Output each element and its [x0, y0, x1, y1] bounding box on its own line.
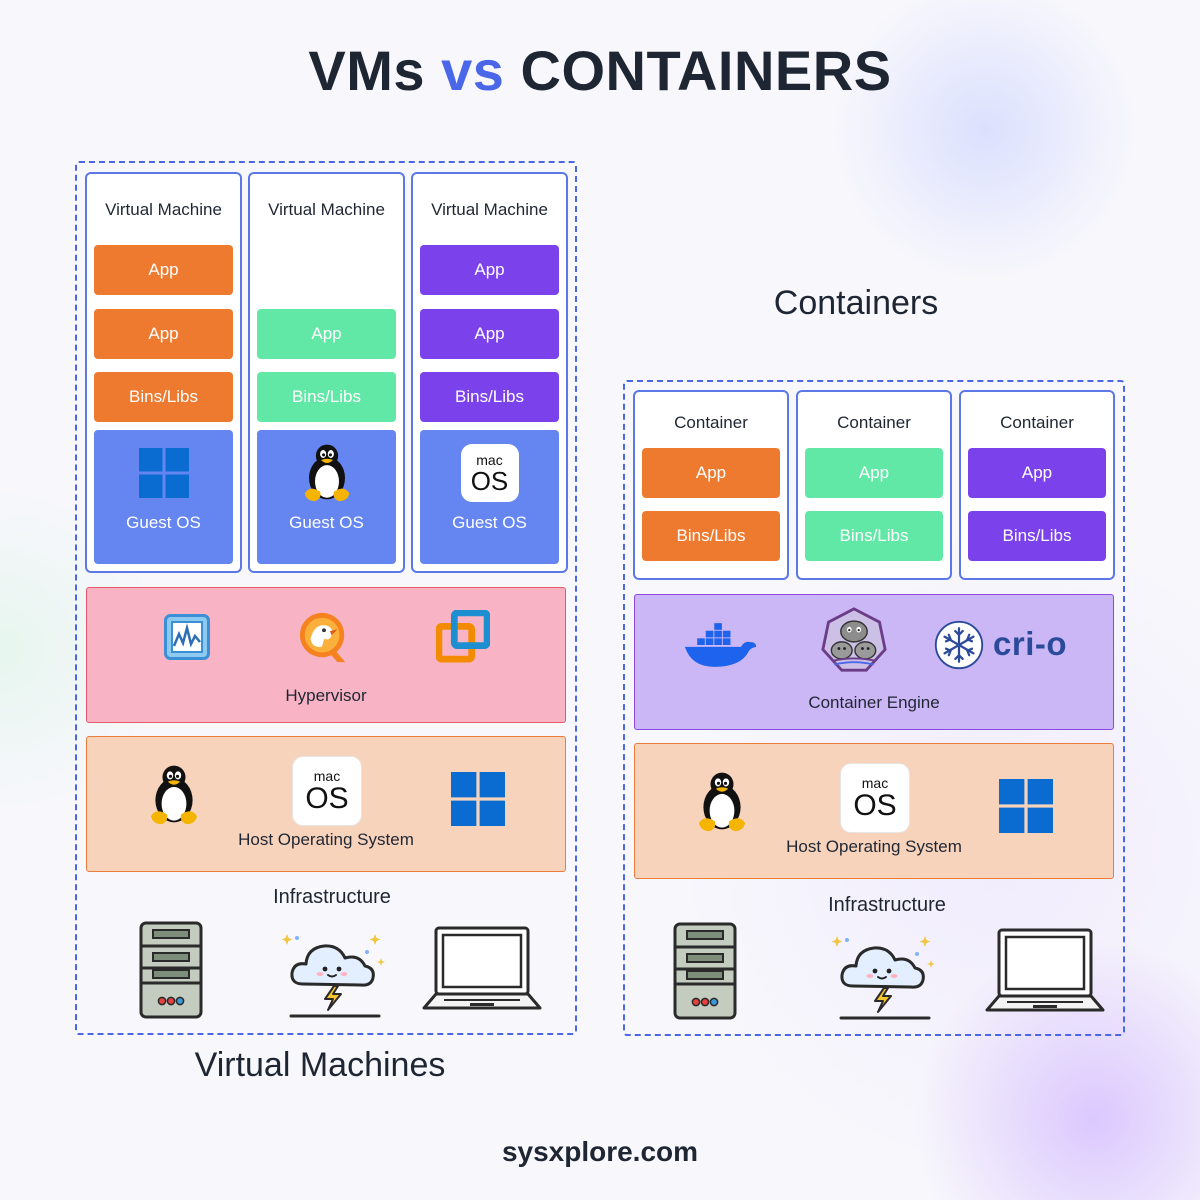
vm-column-title: Virtual Machine [268, 200, 385, 219]
container-column-1: Container App Bins/Libs [633, 390, 789, 580]
docker-icon [682, 621, 758, 669]
laptop-icon [985, 926, 1105, 1016]
container-title: Container [837, 413, 911, 432]
macos-icon: mac OS [840, 763, 910, 833]
container-title: Container [674, 413, 748, 432]
app-block: App [642, 448, 780, 498]
server-icon [673, 922, 737, 1020]
title-vms: VMs [308, 39, 426, 102]
vm-column-title: Virtual Machine [105, 200, 222, 219]
cloud-icon [279, 928, 389, 1018]
app-block: App [805, 448, 943, 498]
containers-dashed-frame [623, 380, 1125, 1036]
hyperv-monitor-icon [164, 614, 210, 660]
linux-tux-icon [695, 770, 749, 832]
guest-os-label: Guest OS [452, 513, 527, 532]
hypervisor-layer: Hypervisor [86, 587, 566, 723]
app-block: App [420, 245, 559, 295]
host-os-layer: mac OS Host Operating System [634, 743, 1114, 879]
bins-libs-block: Bins/Libs [805, 511, 943, 561]
container-engine-layer: cri-o Container Engine [634, 594, 1114, 730]
podman-icon [821, 607, 887, 673]
linux-tux-icon [147, 763, 201, 825]
vm-column-2: Virtual Machine App Bins/Libs Guest OS [248, 172, 405, 573]
page-title: VMs vs CONTAINERS [0, 38, 1200, 103]
vm-column-1: Virtual Machine App App Bins/Libs Guest … [85, 172, 242, 573]
infrastructure-label: Infrastructure [273, 886, 391, 908]
containers-section-label: Containers [773, 284, 939, 322]
app-block: App [257, 309, 396, 359]
bins-libs-block: Bins/Libs [94, 372, 233, 422]
app-block: App [94, 245, 233, 295]
vm-section-label: Virtual Machines [194, 1046, 446, 1084]
vm-column-title: Virtual Machine [431, 200, 548, 219]
vm-column-3: Virtual Machine App App Bins/Libs mac OS… [411, 172, 568, 573]
container-column-3: Container App Bins/Libs [959, 390, 1115, 580]
windows-icon [451, 772, 505, 826]
container-title: Container [1000, 413, 1074, 432]
vm-dashed-frame [75, 161, 577, 1035]
host-os-layer: mac OS Host Operating System [86, 736, 566, 872]
bins-libs-block: Bins/Libs [420, 372, 559, 422]
guest-os-block: Guest OS [94, 430, 233, 564]
crio-wordmark: cri-o [993, 625, 1068, 662]
server-icon [139, 921, 203, 1019]
host-os-label: Host Operating System [238, 830, 414, 849]
linux-tux-icon [301, 442, 353, 502]
windows-icon [999, 779, 1053, 833]
app-block: App [420, 309, 559, 359]
title-vs: vs [441, 39, 505, 102]
hypervisor-label: Hypervisor [285, 686, 367, 705]
vmware-icon [436, 610, 490, 664]
bins-libs-block: Bins/Libs [642, 511, 780, 561]
bins-libs-block: Bins/Libs [968, 511, 1106, 561]
app-block: App [968, 448, 1106, 498]
cloud-icon [829, 930, 939, 1020]
windows-icon [139, 448, 189, 498]
guest-os-block: mac OS Guest OS [420, 430, 559, 564]
bins-libs-block: Bins/Libs [257, 372, 396, 422]
guest-os-label: Guest OS [289, 513, 364, 532]
crio-icon [933, 619, 985, 671]
qemu-icon [297, 610, 351, 664]
title-containers: CONTAINERS [520, 39, 892, 102]
guest-os-block: Guest OS [257, 430, 396, 564]
infrastructure-label: Infrastructure [828, 894, 946, 916]
guest-os-label: Guest OS [126, 513, 201, 532]
macos-icon: mac OS [292, 756, 362, 826]
container-engine-label: Container Engine [808, 693, 940, 712]
macos-icon: mac OS [460, 444, 519, 502]
host-os-label: Host Operating System [786, 837, 962, 856]
footer-brand: sysxplore.com [501, 1136, 699, 1167]
app-block: App [94, 309, 233, 359]
container-column-2: Container App Bins/Libs [796, 390, 952, 580]
laptop-icon [422, 924, 542, 1014]
